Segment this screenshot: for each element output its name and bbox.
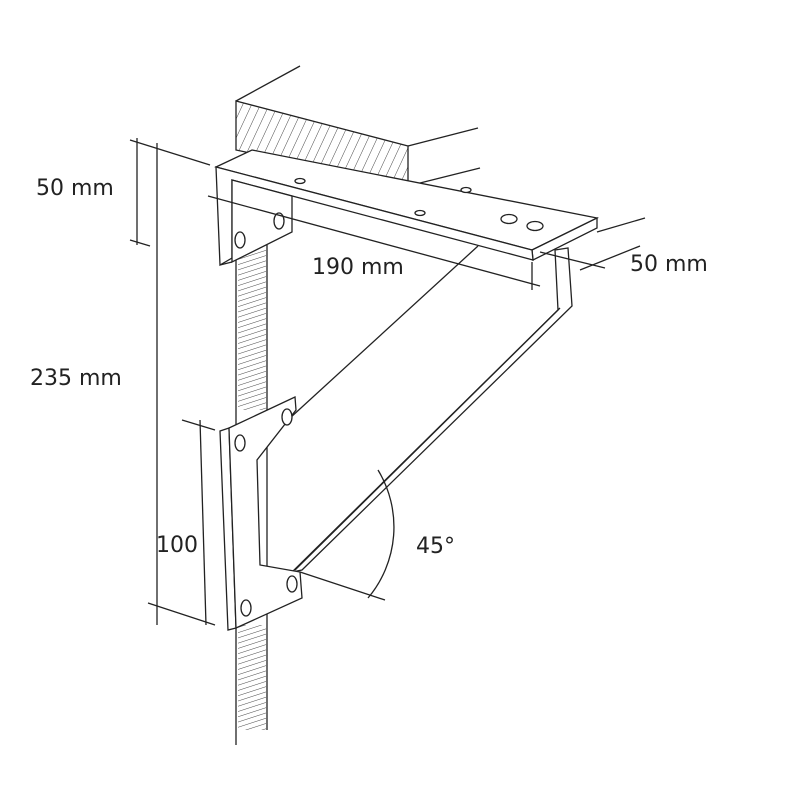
top-plate	[214, 149, 600, 267]
wall-strip	[235, 245, 268, 745]
lower-plate	[219, 396, 303, 631]
mounting-hole	[286, 575, 298, 593]
dimension-label-plate-height: 100	[156, 533, 198, 558]
mounting-hole	[281, 408, 293, 426]
screw-icon	[500, 213, 518, 225]
mounting-hole	[234, 434, 246, 452]
mounting-hole	[273, 212, 285, 230]
screw-hole	[460, 186, 472, 194]
mounting-hole	[234, 231, 246, 249]
dimension-label-total-height: 235 mm	[30, 366, 122, 391]
dimension-label-width: 50 mm	[630, 252, 708, 277]
dimension-label-angle: 45°	[416, 534, 455, 559]
dimension-label-top-height: 50 mm	[36, 176, 114, 201]
screw-hole	[414, 209, 426, 217]
diagonal-brace	[289, 245, 573, 574]
dimension-lines	[129, 138, 646, 626]
screw-hole	[294, 177, 306, 185]
mounting-hole	[240, 599, 252, 617]
dimension-label-length: 190 mm	[312, 255, 404, 280]
screw-icon	[526, 220, 544, 232]
shelf	[235, 65, 481, 187]
